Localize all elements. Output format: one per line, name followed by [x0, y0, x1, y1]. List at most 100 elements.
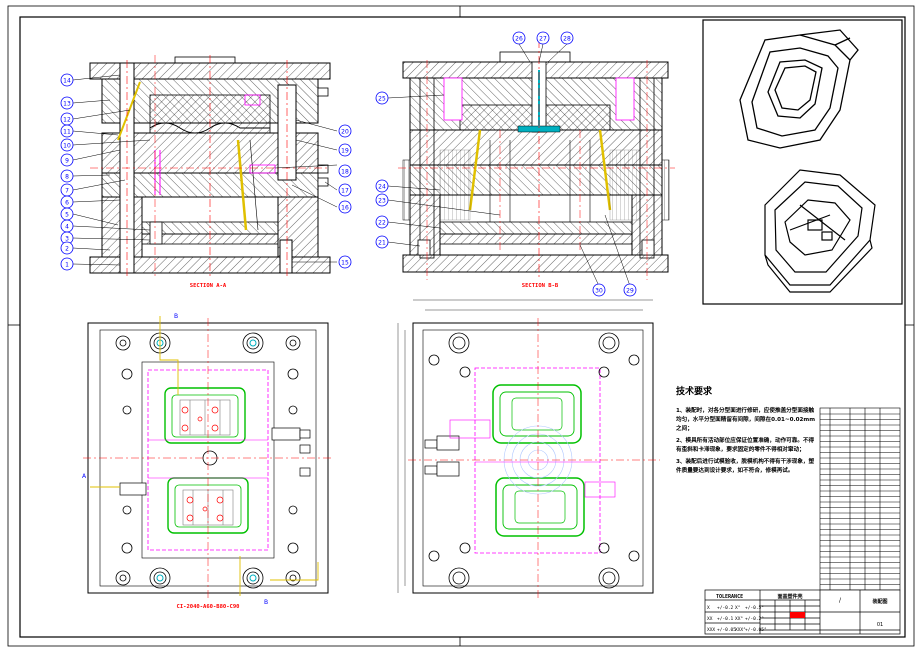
svg-text:22: 22	[378, 220, 386, 227]
section-a-a-label: SECTION A-A	[190, 283, 227, 289]
svg-text:9: 9	[65, 158, 69, 165]
svg-text:+/-0.2°: +/-0.2°	[745, 616, 764, 622]
callout-6: 6	[60, 195, 74, 209]
callout-5: 5	[60, 207, 74, 221]
part-name: 面盖塑件壳	[777, 593, 802, 600]
svg-text:XXX°: XXX°	[735, 627, 746, 633]
svg-text:XX: XX	[707, 616, 713, 622]
svg-text:30: 30	[595, 288, 603, 295]
svg-text:28: 28	[563, 36, 571, 43]
svg-text:12: 12	[63, 117, 71, 124]
svg-text:+/-0.05°: +/-0.05°	[745, 627, 767, 633]
svg-text:3: 3	[65, 236, 69, 243]
section-b-b-view	[398, 40, 675, 280]
svg-text:+/-0.5°: +/-0.5°	[745, 605, 764, 611]
callout-27: 27	[536, 31, 550, 45]
callout-2: 2	[60, 241, 74, 255]
callout-14: 14	[60, 73, 74, 87]
svg-text:10: 10	[63, 143, 71, 150]
tech-req-item-3: 3、装配后进行试模验收，脱模机构不得有干涉现象，塑件质量要达到设计要求，如不符合…	[676, 459, 815, 474]
svg-text:7: 7	[65, 188, 69, 195]
callout-13: 13	[60, 96, 74, 110]
callout-23: 23	[375, 193, 389, 207]
svg-text:14: 14	[63, 78, 71, 85]
callouts-left-a: 14 13 12 11 10 9 8 7 6 5 4 3 2 1	[60, 73, 74, 271]
cut-markers-left: B A B	[82, 313, 268, 606]
svg-text:20: 20	[341, 129, 349, 136]
callout-25: 25	[375, 91, 389, 105]
callout-26: 26	[512, 31, 526, 45]
tech-req-title: 技术要求	[676, 387, 713, 397]
callout-leaders-a	[72, 74, 338, 266]
svg-text:TOLERANCE: TOLERANCE	[716, 594, 743, 600]
plan-view-left	[83, 316, 333, 598]
parts-list-table	[819, 407, 901, 591]
svg-text:29: 29	[626, 288, 634, 295]
title-block	[704, 589, 901, 635]
svg-text:19: 19	[341, 148, 349, 155]
callout-16: 16	[338, 200, 352, 214]
callout-19: 19	[338, 143, 352, 157]
svg-text:21: 21	[378, 240, 386, 247]
cut-mark-b-bottom: B	[264, 599, 268, 606]
section-b-b-label: SECTION B-B	[522, 283, 559, 289]
callout-15: 15	[338, 255, 352, 269]
svg-text:6: 6	[65, 200, 69, 207]
callout-30: 30	[592, 283, 606, 297]
svg-text:+/-0.1: +/-0.1	[717, 616, 734, 622]
tech-req-item-2: 2、模具所有活动部位应保证位置准确，动作可靠。不得有歪斜和卡滞现象，要求固定的零…	[676, 438, 815, 453]
callout-10: 10	[60, 138, 74, 152]
callout-7: 7	[60, 183, 74, 197]
svg-text:17: 17	[341, 188, 349, 195]
callout-leaders-b	[387, 43, 631, 287]
sheet-number: 01	[877, 622, 883, 628]
svg-text:2: 2	[65, 246, 69, 253]
iso-part-top	[739, 29, 859, 149]
svg-text:23: 23	[378, 198, 386, 205]
callout-4: 4	[60, 219, 74, 233]
svg-text:27: 27	[539, 36, 547, 43]
section-a-a-view	[89, 55, 331, 278]
callout-8: 8	[60, 169, 74, 183]
svg-text:18: 18	[341, 169, 349, 176]
svg-text:X: X	[707, 605, 710, 611]
svg-text:26: 26	[515, 36, 523, 43]
svg-text:1: 1	[65, 262, 69, 269]
callout-21: 21	[375, 235, 389, 249]
svg-text:4: 4	[65, 224, 69, 231]
inner-border	[19, 16, 906, 638]
callout-29: 29	[623, 283, 637, 297]
callout-11: 11	[60, 124, 74, 138]
svg-text:X°: X°	[735, 605, 741, 611]
svg-text:13: 13	[63, 101, 71, 108]
svg-text:XX°: XX°	[735, 616, 743, 622]
svg-text:15: 15	[341, 260, 349, 267]
svg-text:+/-0.05: +/-0.05	[717, 627, 736, 633]
outer-border	[7, 5, 915, 647]
svg-text:24: 24	[378, 184, 386, 191]
callout-12: 12	[60, 112, 74, 126]
callouts-right-a: 20 19 18 17 16 15	[338, 124, 352, 269]
callout-1: 1	[60, 257, 74, 271]
svg-text:25: 25	[378, 96, 386, 103]
drawing-type: 装配图	[871, 598, 887, 605]
svg-text:+/-0.2: +/-0.2	[717, 605, 734, 611]
callout-3: 3	[60, 231, 74, 245]
callout-20: 20	[338, 124, 352, 138]
callout-17: 17	[338, 183, 352, 197]
callout-28: 28	[560, 31, 574, 45]
svg-text:XXX: XXX	[707, 627, 715, 633]
callout-9: 9	[60, 153, 74, 167]
svg-text:11: 11	[63, 129, 71, 136]
callout-22: 22	[375, 215, 389, 229]
cut-mark-a: A	[82, 473, 87, 480]
tolerance-block: TOLERANCE X +/-0.2 X° +/-0.5° XX +/-0.1 …	[707, 593, 888, 633]
callout-24: 24	[375, 179, 389, 193]
tech-req-item-1: 1、装配时，对各分型面进行修研，应使推盖分型面接触均匀，水平分型面精留有间隙，间…	[676, 408, 816, 432]
svg-text:8: 8	[65, 174, 69, 181]
svg-text:5: 5	[65, 212, 69, 219]
scale: /	[839, 597, 842, 604]
svg-text:16: 16	[341, 205, 349, 212]
plan-view-right	[397, 299, 660, 598]
